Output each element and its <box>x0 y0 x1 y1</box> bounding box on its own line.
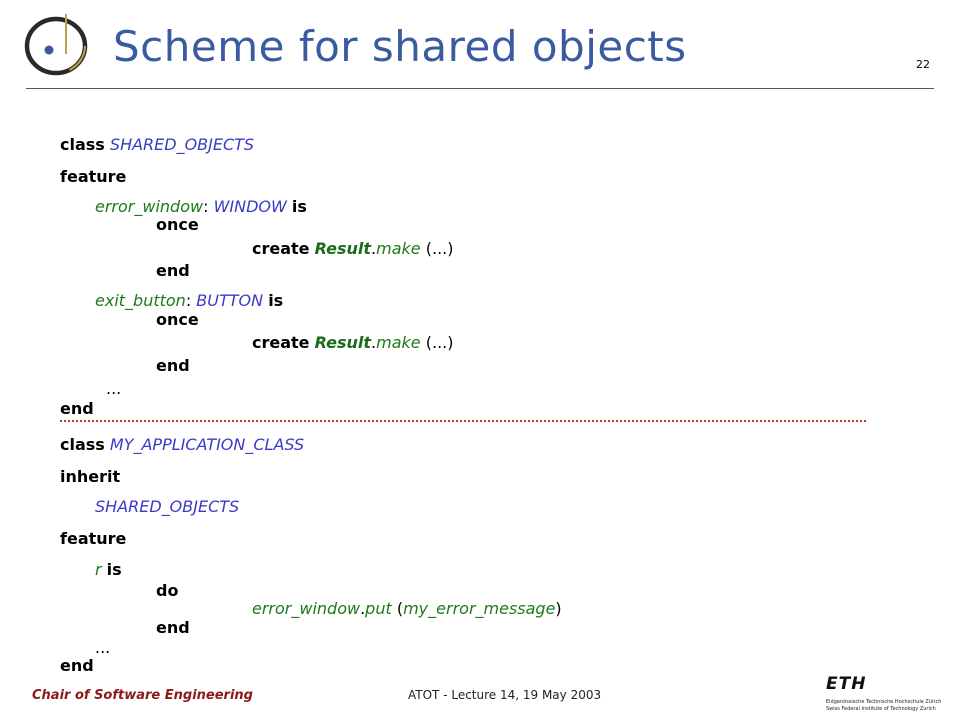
footer-lecture-info: ATOT - Lecture 14, 19 May 2003 <box>408 688 602 702</box>
code-line: feature <box>60 529 127 548</box>
code-line: class MY_APPLICATION_CLASS <box>60 435 305 454</box>
code-line: create Result.make (...) <box>252 239 454 258</box>
page-title: Scheme for shared objects <box>113 22 687 71</box>
code-line: feature <box>60 167 127 186</box>
section-divider <box>60 420 866 422</box>
chair-logo-icon <box>24 14 88 76</box>
header-divider <box>26 88 934 89</box>
slide-number: 22 <box>916 58 930 71</box>
code-line: ... <box>106 379 122 398</box>
code-line: exit_button: BUTTON is <box>95 291 284 310</box>
code-line: SHARED_OBJECTS <box>95 497 240 516</box>
code-line: do <box>156 581 179 600</box>
code-line: end <box>60 656 94 675</box>
code-line: create Result.make (...) <box>252 333 454 352</box>
code-line: error_window.put (my_error_message) <box>252 599 562 618</box>
code-line: class SHARED_OBJECTS <box>60 135 255 154</box>
code-line: ... <box>95 638 111 657</box>
footer-chair-name: Chair of Software Engineering <box>32 688 253 703</box>
eth-subtitle-en: Swiss Federal Institute of Technology Zu… <box>826 706 936 712</box>
code-line: inherit <box>60 467 121 486</box>
eth-subtitle-de: Eidgenössische Technische Hochschule Zür… <box>826 699 942 705</box>
code-line: end <box>156 618 190 637</box>
code-line: end <box>60 399 94 418</box>
eth-logo: ETH Eidgenössische Technische Hochschule… <box>826 674 942 714</box>
code-line: end <box>156 356 190 375</box>
code-line: once <box>156 215 199 234</box>
eth-wordmark: ETH <box>826 674 867 694</box>
code-line: once <box>156 310 199 329</box>
code-line: error_window: WINDOW is <box>95 197 307 216</box>
code-line: r is <box>95 560 122 579</box>
code-line: end <box>156 261 190 280</box>
